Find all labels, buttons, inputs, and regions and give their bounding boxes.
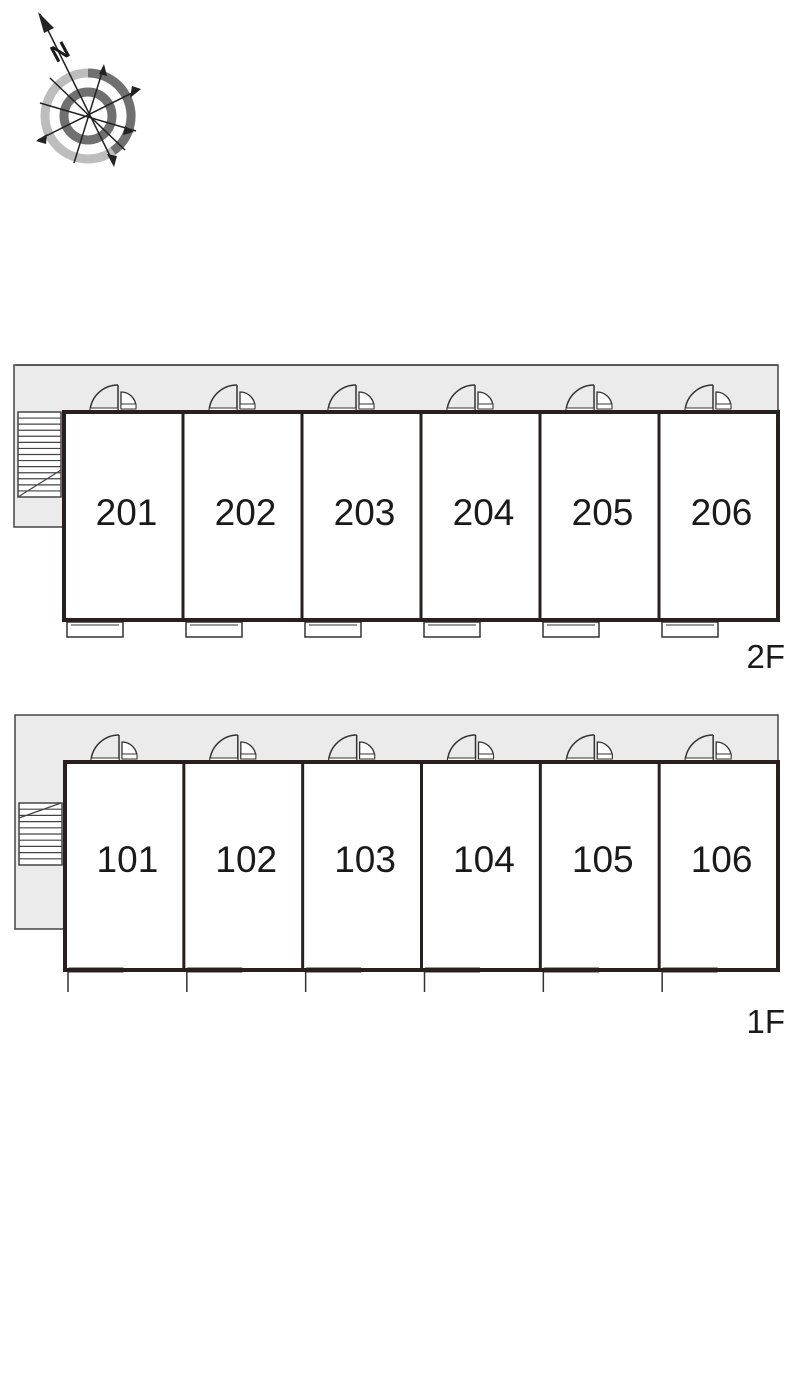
- room-label: 102: [215, 839, 277, 880]
- north-label: N: [46, 36, 74, 68]
- unit-103: 103: [301, 734, 396, 992]
- room-label: 206: [691, 492, 753, 533]
- unit-205: 205: [538, 384, 634, 638]
- staircase-upper: [17, 411, 62, 498]
- room-label: 205: [572, 492, 634, 533]
- balcony-icon: [66, 621, 124, 638]
- unit-102: 102: [182, 734, 277, 992]
- meter-box-icon: [477, 391, 494, 410]
- meter-box-icon: [596, 391, 613, 410]
- balcony-icon: [423, 621, 481, 638]
- floor-plan-lower: 101 102 103 104 105 106 1F: [14, 714, 785, 1040]
- room-label: 104: [453, 839, 515, 880]
- meter-box-icon: [715, 391, 732, 410]
- meter-box-icon: [359, 741, 376, 760]
- room-label: 103: [334, 839, 396, 880]
- floor-label-lower: 1F: [746, 1003, 785, 1040]
- unit-202: 202: [181, 384, 277, 638]
- floor-plan-upper: 201 202 203 204 205 206 2F: [13, 364, 785, 675]
- staircase-lower: [18, 802, 63, 866]
- units-outline-upper: [62, 410, 780, 622]
- unit-106: 106: [657, 734, 753, 992]
- balcony-icon: [304, 621, 362, 638]
- meter-box-icon: [596, 741, 613, 760]
- entry-door-icon: [446, 384, 476, 412]
- room-label: 101: [97, 839, 159, 880]
- room-label: 202: [215, 492, 277, 533]
- unit-204: 204: [419, 384, 515, 638]
- meter-box-icon: [120, 391, 137, 410]
- unit-203: 203: [300, 384, 396, 638]
- room-label: 204: [453, 492, 515, 533]
- meter-box-icon: [239, 391, 256, 410]
- unit-105: 105: [538, 734, 634, 992]
- units-outline-lower: [63, 760, 780, 972]
- unit-104: 104: [420, 734, 515, 992]
- balcony-icon: [542, 621, 600, 638]
- unit-201: 201: [66, 384, 158, 638]
- room-label: 106: [691, 839, 753, 880]
- balcony-icon: [185, 621, 243, 638]
- meter-box-icon: [715, 741, 732, 760]
- compass-rose-icon: N: [36, 12, 141, 167]
- floor-label-upper: 2F: [746, 638, 785, 675]
- balcony-icon: [661, 621, 719, 638]
- room-label: 201: [96, 492, 158, 533]
- meter-box-icon: [121, 741, 138, 760]
- unit-206: 206: [657, 384, 753, 638]
- room-label: 105: [572, 839, 634, 880]
- meter-box-icon: [358, 391, 375, 410]
- meter-box-icon: [477, 741, 495, 760]
- unit-101: 101: [67, 734, 159, 992]
- meter-box-icon: [240, 741, 257, 760]
- room-label: 203: [334, 492, 396, 533]
